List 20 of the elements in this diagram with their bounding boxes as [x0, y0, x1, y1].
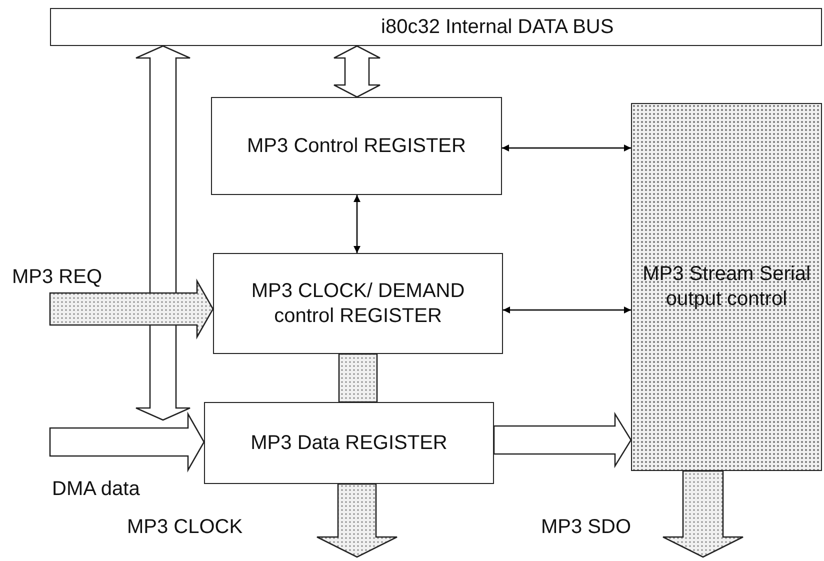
register-box: MP3 Data REGISTER	[204, 402, 494, 484]
block-arrow	[493, 412, 632, 468]
register-box: MP3 CLOCK/ DEMAND control REGISTER	[213, 253, 503, 354]
block-arrow	[49, 412, 205, 472]
signal-label: MP3 REQ	[12, 266, 102, 289]
control-block: MP3 Stream Serial output control	[631, 103, 822, 471]
arrow	[503, 306, 631, 314]
block-arrow	[338, 353, 378, 403]
signal-label: MP3 SDO	[541, 516, 632, 539]
bus-bar: i80c32 Internal DATA BUS	[50, 8, 822, 46]
signal-label: DMA data	[52, 478, 140, 501]
arrow	[354, 195, 360, 253]
register-box: MP3 Control REGISTER	[211, 97, 502, 195]
block-arrow	[333, 45, 381, 98]
block-arrow	[135, 45, 191, 421]
block-arrow	[316, 483, 398, 558]
block-arrow	[662, 470, 744, 558]
signal-label: MP3 CLOCK	[127, 516, 243, 539]
arrow	[502, 144, 631, 152]
block-arrow	[49, 278, 214, 340]
